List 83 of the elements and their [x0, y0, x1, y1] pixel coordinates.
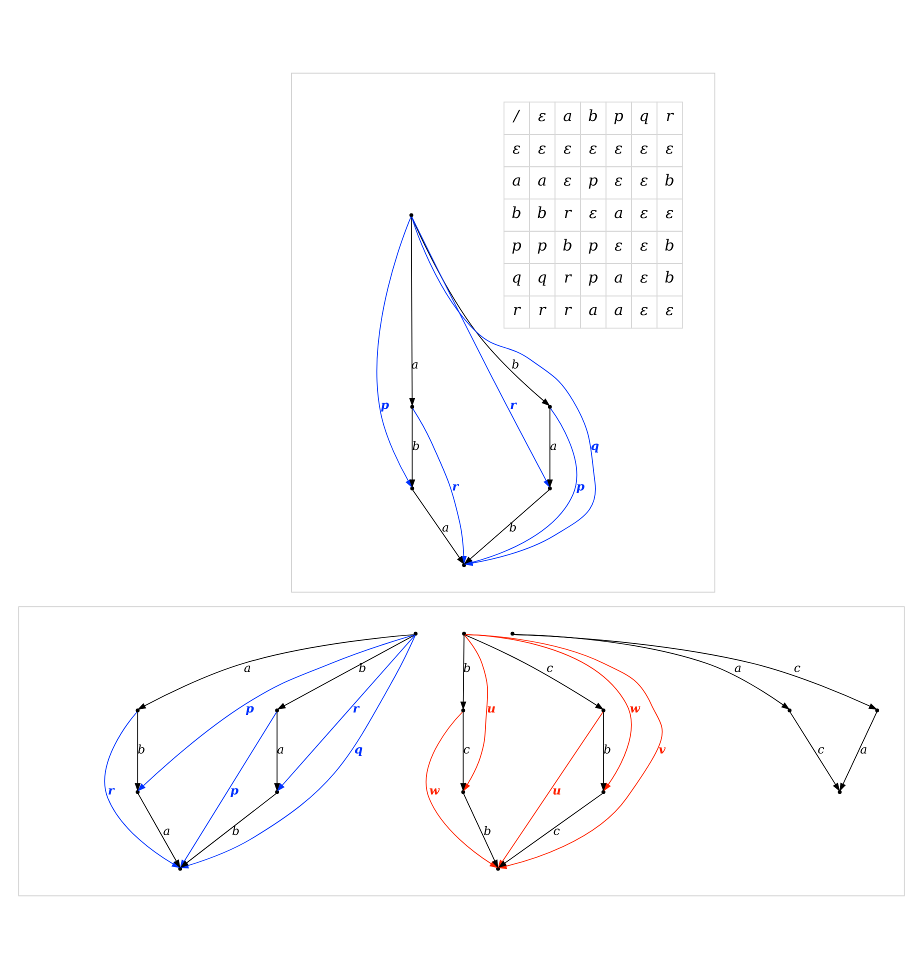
label: q: [537, 268, 547, 287]
label: b: [537, 204, 547, 222]
edge-label: b: [138, 742, 146, 757]
label: ε: [614, 139, 623, 158]
label: /: [514, 107, 519, 126]
edge-label: b: [512, 357, 520, 372]
label: r: [564, 300, 572, 319]
edge-label: r: [108, 783, 114, 798]
edge-label: b: [412, 438, 420, 453]
edge-label: q: [354, 742, 363, 757]
label: ε: [614, 172, 623, 190]
label: ε: [512, 139, 521, 158]
label: ε: [538, 107, 546, 126]
edge-label: r: [510, 398, 516, 412]
edge-label: a: [244, 660, 251, 675]
label: r: [512, 300, 520, 319]
label: ε: [640, 172, 648, 190]
label: r: [564, 204, 572, 222]
edge-label: a: [163, 824, 170, 838]
edge-label: u: [487, 702, 496, 716]
edge-label: b: [358, 660, 366, 675]
edge-label: c: [463, 742, 470, 757]
edge-label: b: [484, 824, 492, 838]
label: ε: [665, 204, 674, 222]
edge-label: p: [230, 783, 239, 798]
label: p: [588, 236, 598, 254]
label: ε: [588, 139, 598, 158]
label: ε: [614, 236, 623, 254]
label: p: [512, 236, 522, 254]
edge-label: c: [818, 742, 824, 757]
edge-label: c: [553, 824, 560, 838]
edge-label: q: [590, 438, 600, 453]
label: ε: [640, 204, 648, 222]
label: ε: [640, 139, 648, 158]
label: a: [538, 172, 547, 190]
label: a: [614, 300, 624, 319]
edge-label: p: [380, 398, 390, 412]
label: b: [664, 172, 674, 190]
label: a: [512, 172, 522, 190]
label: ε: [665, 139, 674, 158]
label: r: [538, 300, 546, 319]
label: ε: [665, 300, 674, 319]
edge-label: r: [452, 480, 458, 494]
label: ε: [538, 139, 546, 158]
label: a: [614, 268, 624, 287]
label: a: [563, 107, 572, 126]
edge-label: v: [658, 742, 666, 757]
label: ε: [588, 204, 598, 222]
edge-label: b: [603, 742, 612, 757]
edge-label: u: [552, 783, 562, 798]
edge-label: a: [734, 660, 742, 675]
label: p: [588, 172, 598, 190]
label: b: [588, 107, 598, 126]
label: p: [614, 107, 624, 126]
edge-label: c: [794, 660, 800, 675]
edge-label: w: [630, 702, 640, 716]
edge-label: r: [352, 702, 359, 716]
edge-label: b: [232, 824, 240, 838]
edge-label: a: [860, 742, 868, 757]
label: a: [614, 204, 624, 222]
label: r: [666, 107, 674, 126]
label: p: [588, 268, 598, 287]
label: ε: [640, 300, 648, 319]
edge-label: w: [429, 783, 440, 798]
label: ε: [563, 139, 572, 158]
label: q: [512, 268, 522, 287]
edge-label: a: [442, 520, 450, 535]
label: p: [537, 236, 547, 254]
edge-label: b: [463, 660, 471, 675]
label: ε: [640, 236, 648, 254]
edge-label: p: [246, 702, 254, 716]
label: b: [562, 236, 572, 254]
label: a: [588, 300, 598, 319]
label: r: [564, 268, 572, 287]
label: ε: [563, 172, 572, 190]
edge-label: c: [546, 660, 554, 675]
label: ε: [640, 268, 648, 287]
edge-label: b: [509, 520, 517, 535]
label: b: [512, 204, 522, 222]
label: q: [639, 107, 649, 126]
label: b: [664, 236, 674, 254]
edge-label: p: [576, 480, 585, 494]
label: b: [664, 268, 674, 287]
